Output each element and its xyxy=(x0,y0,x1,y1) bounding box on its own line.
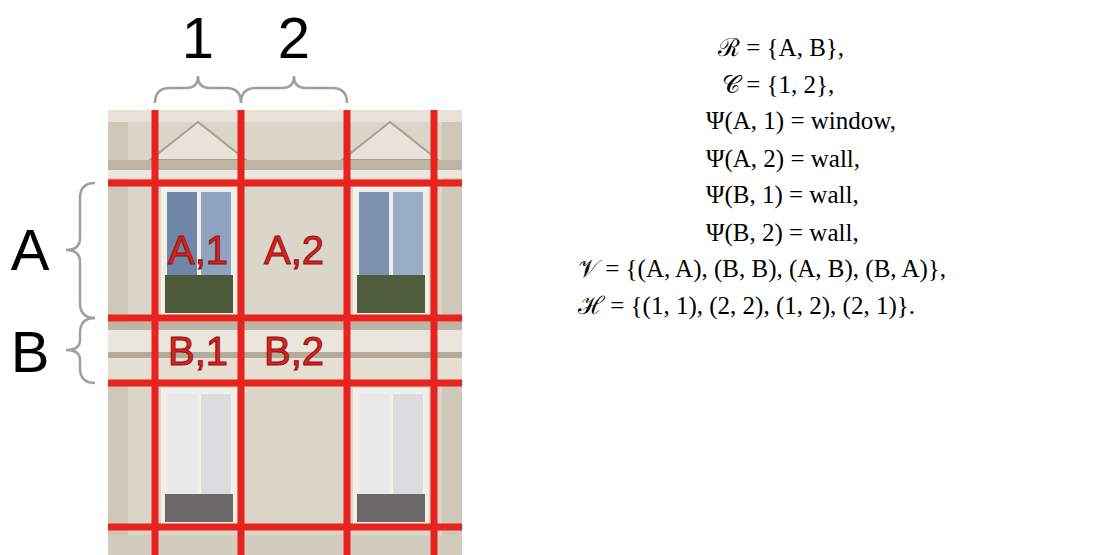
equation-line: ℋ = {(1, 1), (2, 2), (1, 2), (2, 1)}. xyxy=(578,293,915,318)
equation-line: 𝒞 = {1, 2}, xyxy=(722,72,834,97)
row-letter: B xyxy=(11,323,50,381)
facade-photo xyxy=(108,110,462,555)
row-letter: A xyxy=(11,221,50,279)
cell-label: B,2 xyxy=(264,331,324,371)
column-number: 1 xyxy=(182,9,214,67)
grid-lines xyxy=(108,110,462,555)
equation-line: ℛ = {A, B}, xyxy=(718,35,844,60)
cell-label: A,2 xyxy=(264,230,324,270)
cell-label: B,1 xyxy=(168,331,228,371)
equation-line: Ψ(A, 2) = wall, xyxy=(706,146,860,171)
cell-label: A,1 xyxy=(168,230,228,270)
brackets xyxy=(66,76,347,383)
equation-line: 𝒱 = {(A, A), (B, B), (A, B), (B, A)}, xyxy=(578,256,946,281)
equation-line: Ψ(A, 1) = window, xyxy=(706,108,896,133)
equation-line: Ψ(B, 2) = wall, xyxy=(706,220,859,245)
equation-line: Ψ(B, 1) = wall, xyxy=(706,182,859,207)
column-number: 2 xyxy=(278,9,310,67)
